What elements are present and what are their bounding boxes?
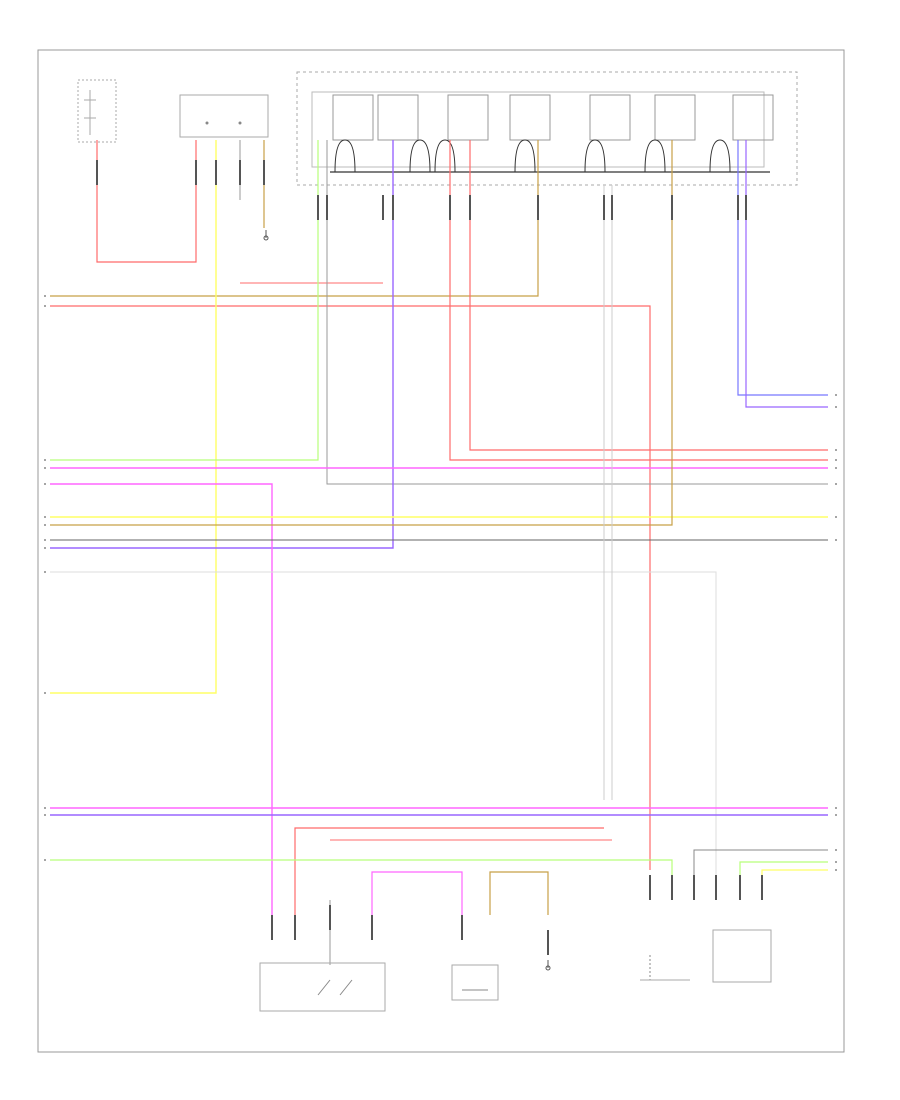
- wire-purple-right: [745, 140, 828, 408]
- ground-symbol-top: [263, 230, 269, 241]
- wire-terminals-right: [835, 394, 837, 871]
- wire-red-long-1: [449, 140, 828, 461]
- wire-red-bottom-1: [294, 827, 604, 915]
- bottom-right-module: [640, 929, 772, 983]
- wire-gray-relay: [326, 140, 828, 485]
- wire-red-top-horizontal: [50, 305, 651, 870]
- wire-tan-bottom-mid: [489, 871, 549, 915]
- wire-green-relay: [50, 140, 319, 461]
- wire-terminals-left: [44, 295, 46, 861]
- wire-gray-light: [50, 571, 717, 875]
- wire-yellow-vertical: [50, 140, 217, 694]
- bottom-motor: [451, 964, 499, 1001]
- wire-green-bottom: [50, 859, 673, 875]
- connector-pins: [96, 160, 763, 955]
- wire-tan-horiz: [50, 140, 673, 526]
- wire-yellow-bottom-right: [761, 869, 828, 875]
- top-connector-block: [179, 94, 269, 138]
- top-left-component: [77, 79, 117, 143]
- wire-red-long-2: [469, 140, 828, 451]
- wire-red-top-left: [96, 140, 197, 263]
- fuse-relay-box: [296, 71, 798, 186]
- ground-symbol-bottom: [545, 960, 551, 971]
- wire-green-bottom-right: [739, 861, 828, 875]
- wire-purple-relay: [50, 140, 394, 549]
- wire-blue-right: [737, 140, 828, 396]
- wire-magenta-bottom-mid: [371, 871, 463, 915]
- diagram-border: [37, 49, 845, 1053]
- wire-gray-bottom-right: [693, 849, 828, 875]
- wire-magenta-vertical: [50, 483, 273, 915]
- wire-tan-top: [50, 140, 539, 297]
- bottom-switch-module: [259, 962, 386, 1012]
